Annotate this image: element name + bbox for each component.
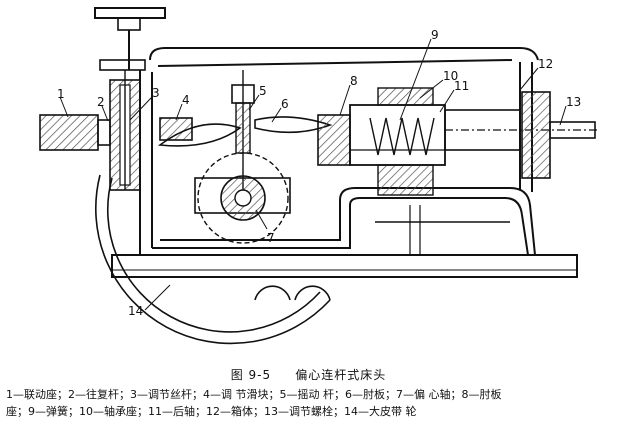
callout-5: 5 <box>259 84 267 98</box>
callout-12: 12 <box>538 57 553 71</box>
mechanism-diagram: 1 2 3 4 5 6 7 8 9 10 11 12 13 14 <box>39 7 600 345</box>
rear-shaft <box>444 109 600 151</box>
housing <box>139 47 539 256</box>
eccentric-shaft <box>194 152 291 244</box>
figure-caption: 图 9-5 偏心连杆式床头 <box>0 366 617 383</box>
callout-3: 3 <box>152 86 160 100</box>
legend-line: 座；9—弹簧；10—轴承座；11—后轴；12—箱体；13—调节螺栓；14—大皮带… <box>6 405 417 418</box>
callout-2: 2 <box>97 95 105 109</box>
parts-legend: 1—联动座；2—往复杆；3—调节丝杆；4—调 节滑块；5—摇动 杆；6—肘板；7… <box>6 386 612 420</box>
callout-9: 9 <box>431 28 439 42</box>
callout-14: 14 <box>128 304 143 318</box>
legend-line: 1—联动座；2—往复杆；3—调节丝杆；4—调 节滑块；5—摇动 杆；6—肘板；7… <box>6 388 502 401</box>
adjusting-bolt <box>521 91 596 179</box>
linkage-base <box>39 114 111 151</box>
bearing-housing <box>349 87 446 196</box>
belt-pulley <box>95 174 331 345</box>
callout-7: 7 <box>267 231 275 245</box>
spring <box>369 117 435 156</box>
adjusting-slider <box>159 117 193 141</box>
callout-10: 10 <box>443 69 458 83</box>
toggle-seat <box>317 114 351 166</box>
part-callouts: 1 2 3 4 5 6 7 8 9 10 11 12 13 14 <box>57 28 581 318</box>
callout-4: 4 <box>182 93 190 107</box>
callout-13: 13 <box>566 95 581 109</box>
leader-lines <box>59 38 567 311</box>
callout-1: 1 <box>57 87 65 101</box>
callout-8: 8 <box>350 74 358 88</box>
callout-11: 11 <box>454 79 469 93</box>
handwheel-and-screw <box>94 7 166 191</box>
figure-title: 偏心连杆式床头 <box>295 368 387 382</box>
figure-number: 图 9-5 <box>230 368 272 382</box>
base-plate <box>111 254 578 278</box>
callout-6: 6 <box>281 97 289 111</box>
